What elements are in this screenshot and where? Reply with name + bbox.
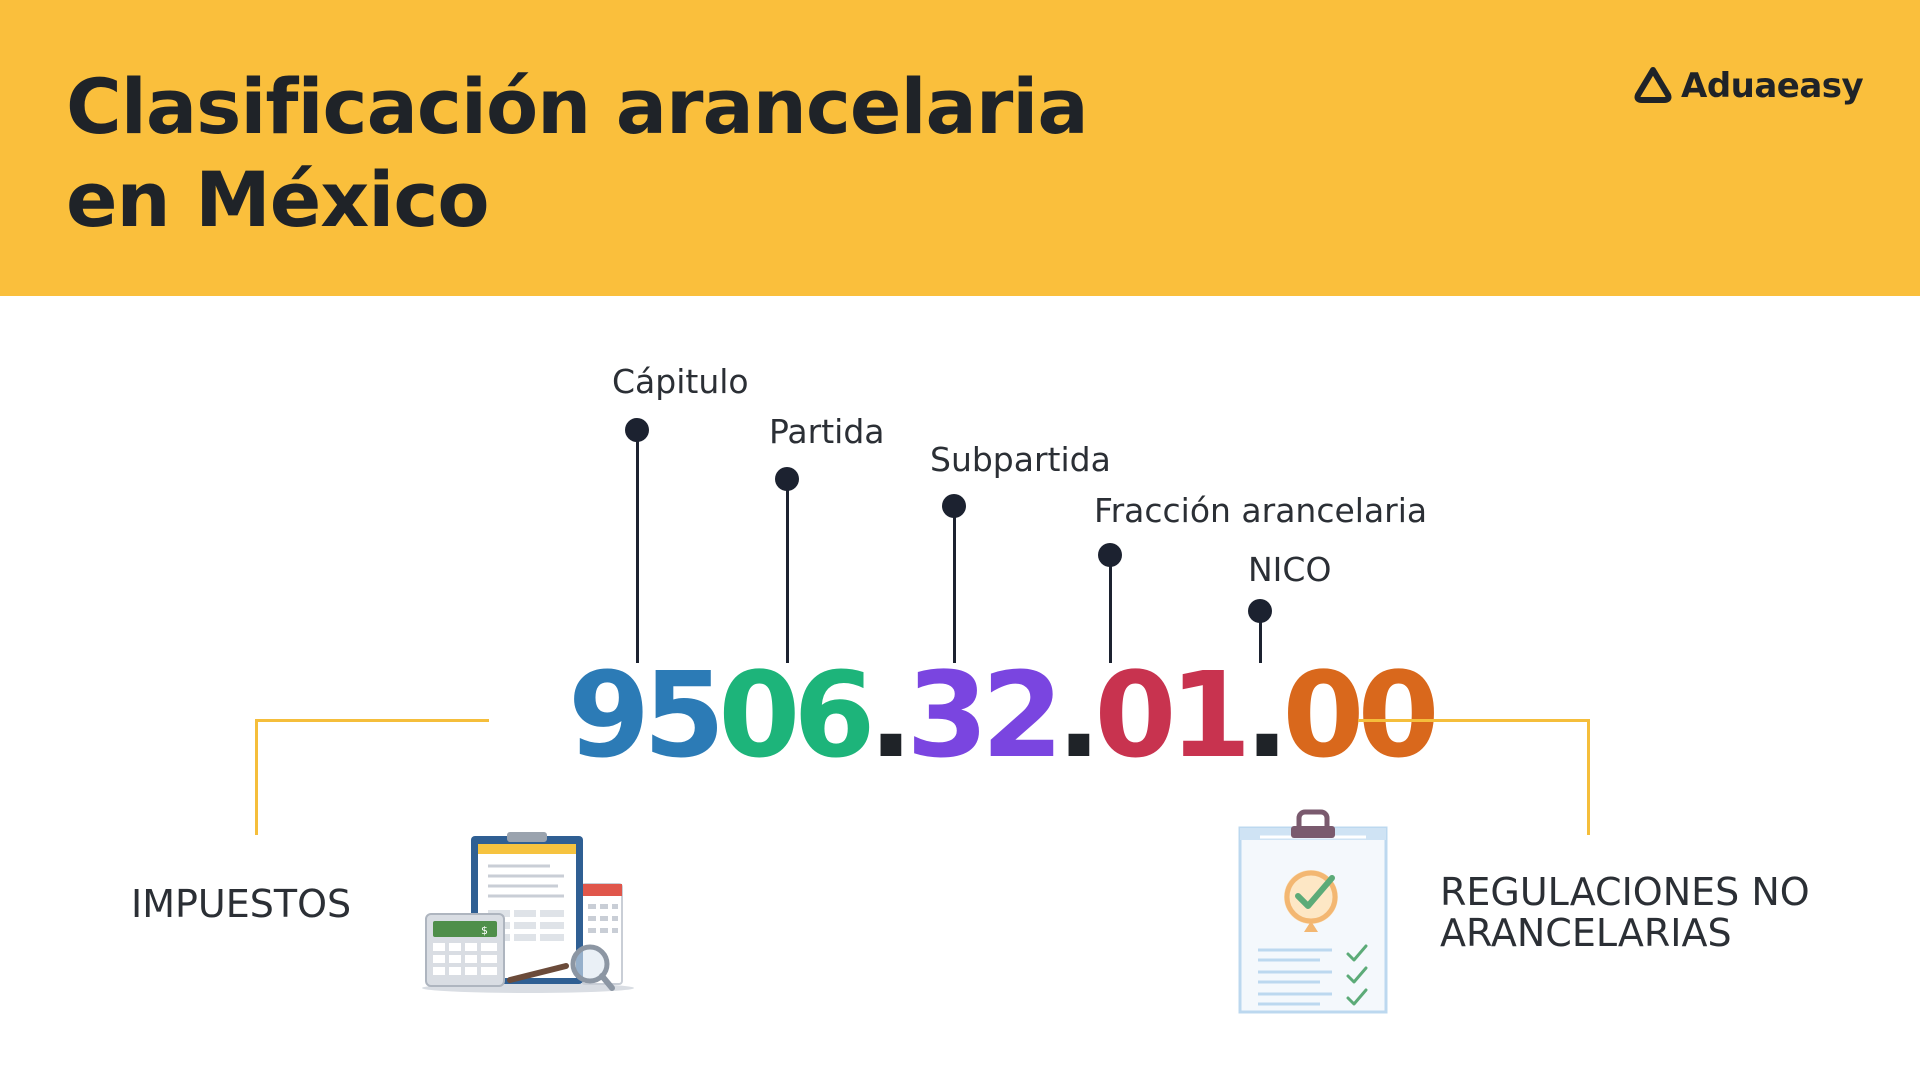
code-segment-subpartida: 32: [906, 646, 1063, 784]
left-bracket-horizontal: [255, 719, 489, 722]
left-bracket-vertical: [255, 719, 258, 835]
code-dot-2: .: [1056, 646, 1101, 784]
right-bracket-horizontal: [1358, 719, 1590, 722]
pin-line-partida: [786, 479, 789, 663]
header-banner: Clasificación arancelaria en México Adua…: [0, 0, 1920, 296]
title-line-2: en México: [66, 155, 490, 244]
pin-line-capitulo: [636, 430, 639, 663]
svg-text:$: $: [481, 924, 488, 937]
brand-mark-icon: [1634, 67, 1672, 103]
code-segment-partida: 06: [718, 646, 875, 784]
level-label-capitulo: Cápitulo: [612, 362, 749, 401]
code-segment-nico: 00: [1282, 646, 1439, 784]
regulaciones-label-line-2: ARANCELARIAS: [1440, 911, 1732, 955]
code-dot-1: .: [868, 646, 913, 784]
impuestos-label: IMPUESTOS: [131, 882, 352, 926]
code-segment-fraccion: 01: [1094, 646, 1251, 784]
brand-name: Aduaeasy: [1681, 66, 1864, 106]
code-dot-3: .: [1244, 646, 1290, 784]
regulaciones-label: REGULACIONES NO ARANCELARIAS: [1440, 872, 1810, 954]
checklist-clipboard-icon: [1238, 809, 1388, 1014]
pin-line-nico: [1259, 611, 1262, 663]
right-bracket-vertical: [1587, 719, 1590, 835]
level-label-fraccion: Fracción arancelaria: [1094, 491, 1428, 530]
tax-documents-calculator-icon: $: [422, 832, 634, 993]
regulaciones-label-line-1: REGULACIONES NO: [1440, 870, 1810, 914]
pin-line-subpartida: [953, 506, 956, 663]
code-segment-capitulo: 95: [568, 646, 725, 784]
level-label-partida: Partida: [769, 412, 885, 451]
page-title: Clasificación arancelaria en México: [66, 60, 1089, 246]
tariff-code: 9506.32.01.00: [568, 646, 1440, 784]
level-label-subpartida: Subpartida: [930, 440, 1111, 479]
brand-logo: Aduaeasy: [1633, 63, 1864, 109]
pin-line-fraccion: [1109, 555, 1112, 663]
title-line-1: Clasificación arancelaria: [66, 62, 1089, 151]
level-label-nico: NICO: [1248, 550, 1332, 589]
